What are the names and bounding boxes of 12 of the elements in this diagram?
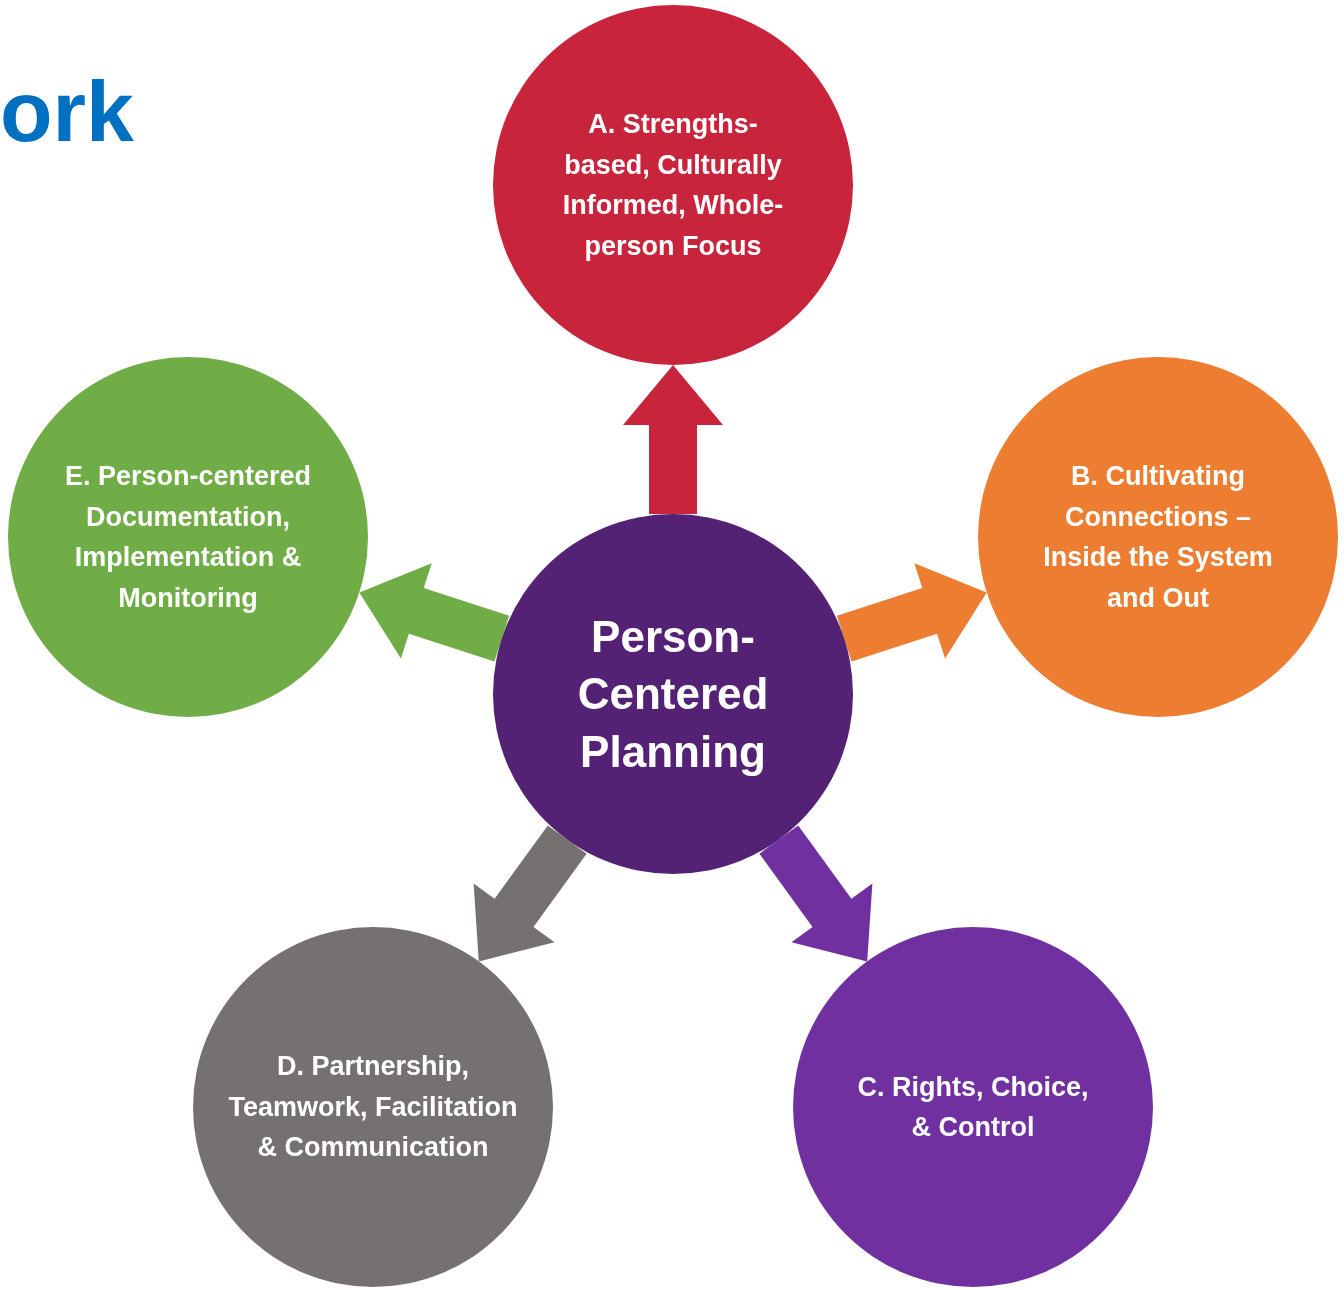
block-arrow	[473, 825, 587, 962]
node-text: D. Partnership, Teamwork, Facilitation & Communication	[228, 1050, 518, 1165]
node-text: C. Rights, Choice, & Control	[856, 1070, 1090, 1144]
node-text: A. Strengths-based, Culturally Informed, Whole-person Focus	[561, 108, 785, 263]
node-text: E. Person-centered Documentation, Implementation & Monitoring	[63, 460, 313, 615]
block-arrow	[359, 563, 510, 662]
title: ork	[0, 68, 134, 154]
block-arrow	[623, 365, 723, 514]
node-text: B. Cultivating Connections – Inside the System and Out	[1042, 460, 1274, 615]
block-arrow	[836, 563, 987, 662]
block-arrow	[759, 825, 873, 962]
node-text: Person-Centered Planning	[576, 611, 770, 778]
